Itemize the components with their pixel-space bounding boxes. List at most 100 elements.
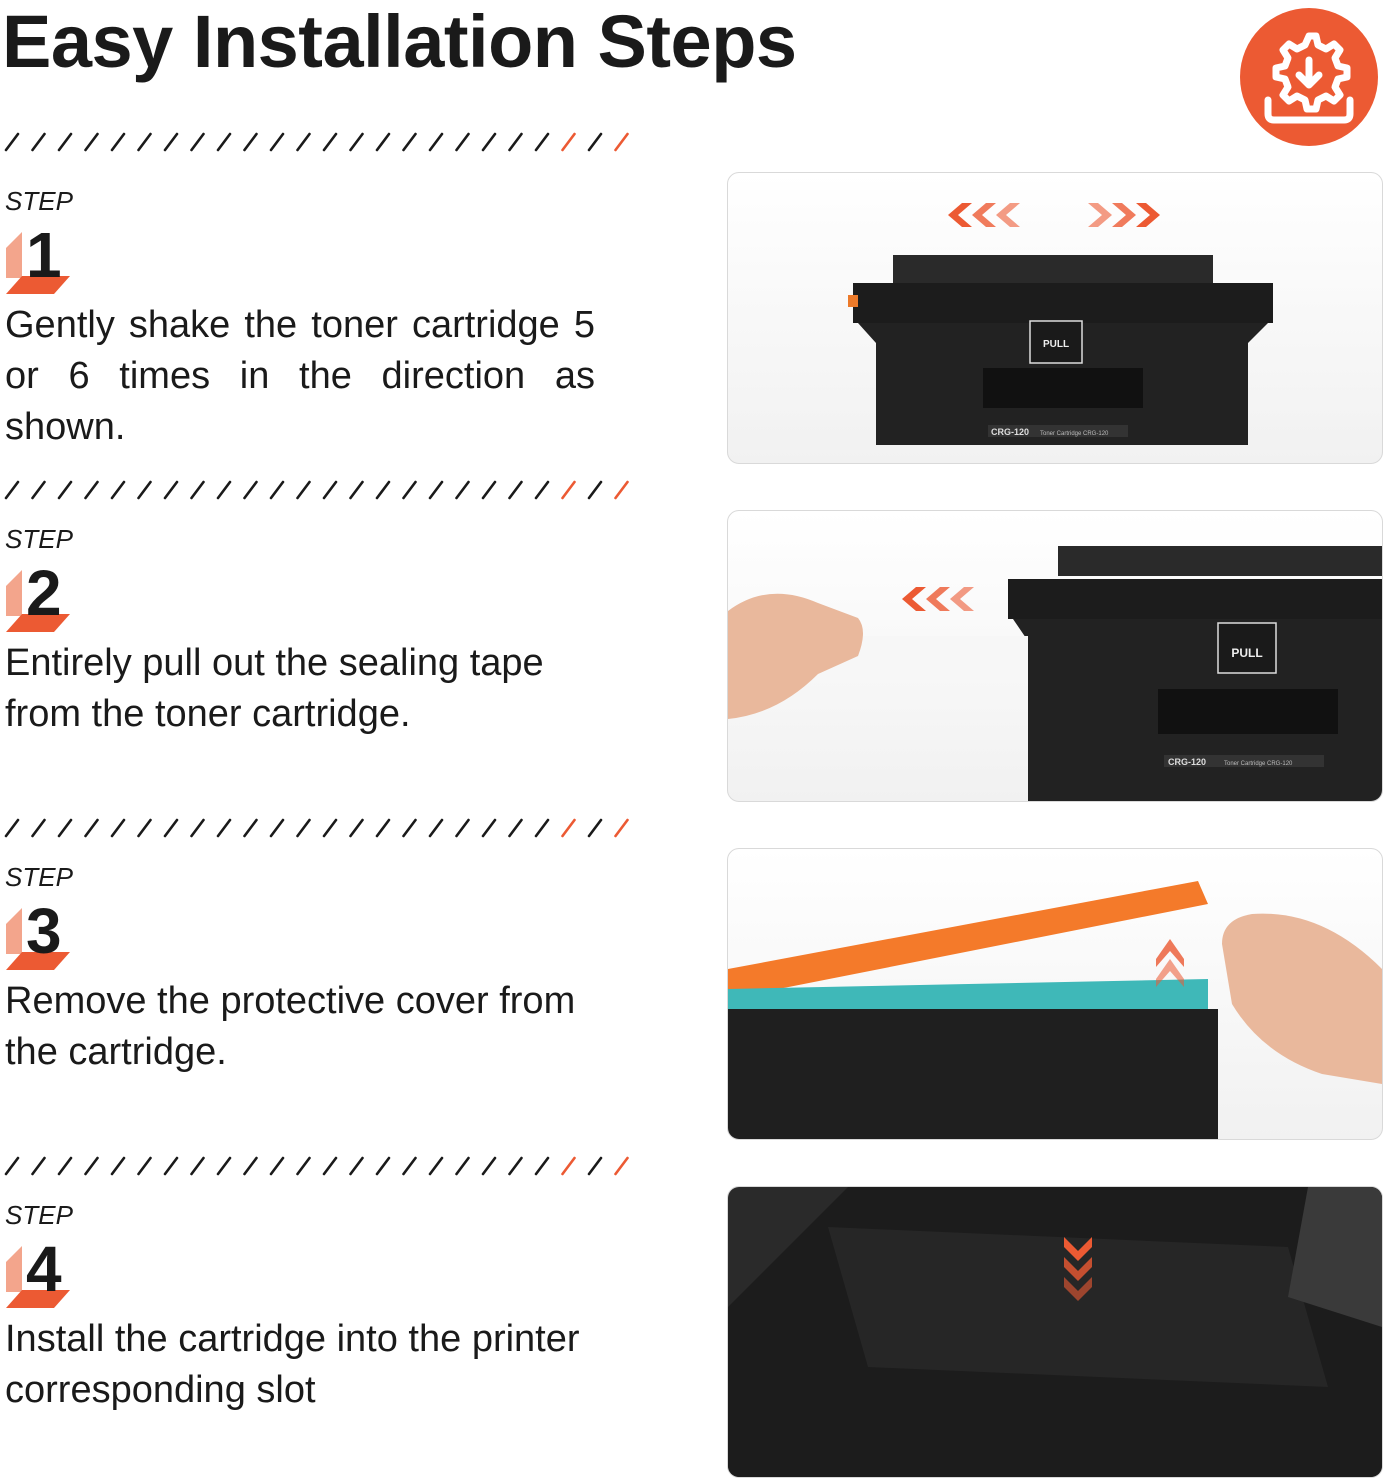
divider-dash (84, 132, 99, 152)
divider-dash (31, 480, 46, 500)
step-number-badge: 3 (4, 895, 74, 972)
divider-dash (31, 1156, 46, 1176)
divider-dash (4, 480, 20, 500)
divider-dash (296, 480, 311, 500)
divider-dash (614, 132, 629, 152)
divider-dash (455, 1156, 470, 1176)
divider-dash (216, 818, 232, 838)
divider-dash (243, 1156, 258, 1176)
divider-dash (508, 480, 523, 500)
divider-dash (84, 1156, 99, 1176)
divider-dash (137, 818, 152, 838)
step-1-image: PULL CRG-120 Toner Cartridge CRG-120 (727, 172, 1383, 464)
gear-download-icon (1240, 8, 1378, 146)
divider-dash (216, 480, 232, 500)
divider-dash (84, 480, 99, 500)
divider-dash (31, 818, 46, 838)
divider-dash (269, 132, 285, 152)
divider-dash (349, 132, 364, 152)
divider-dash (322, 480, 338, 500)
divider-dash (587, 1156, 603, 1176)
divider-dash (4, 132, 20, 152)
divider-dash (190, 132, 205, 152)
divider-dash (402, 480, 417, 500)
step-number-badge: 1 (4, 219, 74, 296)
divider-dash (375, 132, 391, 152)
divider-dash (587, 480, 603, 500)
divider-dash (269, 818, 285, 838)
divider-dash (614, 818, 629, 838)
divider-dash (428, 818, 444, 838)
divider-dash (508, 132, 523, 152)
svg-text:CRG-120: CRG-120 (991, 427, 1029, 437)
divider-dash (190, 480, 205, 500)
divider-dash (243, 132, 258, 152)
divider-dash (375, 1156, 391, 1176)
divider-dash (163, 818, 179, 838)
divider-dash (296, 818, 311, 838)
divider-dash (57, 1156, 73, 1176)
divider-dash (216, 1156, 232, 1176)
divider-dash (349, 818, 364, 838)
divider-dash (534, 818, 550, 838)
divider-dash (137, 480, 152, 500)
svg-text:Toner Cartridge CRG-120: Toner Cartridge CRG-120 (1224, 761, 1293, 767)
divider-dash (428, 480, 444, 500)
svg-text:PULL: PULL (1043, 339, 1069, 350)
divider-dash (322, 132, 338, 152)
divider-dash (243, 818, 258, 838)
svg-text:CRG-120: CRG-120 (1168, 757, 1206, 767)
divider-dash (163, 1156, 179, 1176)
divider-dash (4, 818, 20, 838)
step-label: STEP (5, 186, 73, 216)
divider (4, 132, 629, 152)
divider-dash (508, 1156, 523, 1176)
step-label: STEP (5, 862, 73, 892)
divider-dash (614, 480, 629, 500)
divider-dash (322, 818, 338, 838)
divider-dash (534, 132, 550, 152)
divider-dash (455, 480, 470, 500)
divider-dash (296, 132, 311, 152)
divider-dash (481, 132, 497, 152)
divider-dash (269, 1156, 285, 1176)
step-3-image (727, 848, 1383, 1140)
divider-dash (243, 480, 258, 500)
divider-dash (110, 480, 126, 500)
divider-dash (375, 818, 391, 838)
divider-dash (216, 132, 232, 152)
divider-dash (402, 132, 417, 152)
divider-dash (561, 480, 576, 500)
step-4-image (727, 1186, 1383, 1478)
divider-dash (57, 818, 73, 838)
step-description: Entirely pull out the sealing tape from … (5, 642, 544, 735)
step-label: STEP (5, 1200, 73, 1230)
divider-dash (428, 1156, 444, 1176)
divider-dash (269, 480, 285, 500)
divider-dash (561, 132, 576, 152)
divider-dash (508, 818, 523, 838)
divider-dash (110, 132, 126, 152)
divider-dash (455, 818, 470, 838)
divider-dash (481, 1156, 497, 1176)
step-description: Install the cartridge into the printer c… (5, 1318, 580, 1411)
svg-text:Toner Cartridge CRG-120: Toner Cartridge CRG-120 (1040, 431, 1109, 437)
step-number-badge: 4 (4, 1233, 74, 1310)
divider-dash (110, 1156, 126, 1176)
divider-dash (455, 132, 470, 152)
divider (4, 1156, 629, 1176)
shake-arrows-icon (948, 203, 1160, 227)
divider-dash (84, 818, 99, 838)
divider-dash (163, 480, 179, 500)
step-description: Remove the protective cover from the car… (5, 980, 576, 1073)
divider-dash (561, 1156, 576, 1176)
divider-dash (587, 818, 603, 838)
divider-dash (481, 480, 497, 500)
divider-dash (57, 480, 73, 500)
divider-dash (296, 1156, 311, 1176)
divider-dash (428, 132, 444, 152)
divider-dash (137, 1156, 152, 1176)
divider-dash (481, 818, 497, 838)
step-label: STEP (5, 524, 73, 554)
divider-dash (137, 132, 152, 152)
